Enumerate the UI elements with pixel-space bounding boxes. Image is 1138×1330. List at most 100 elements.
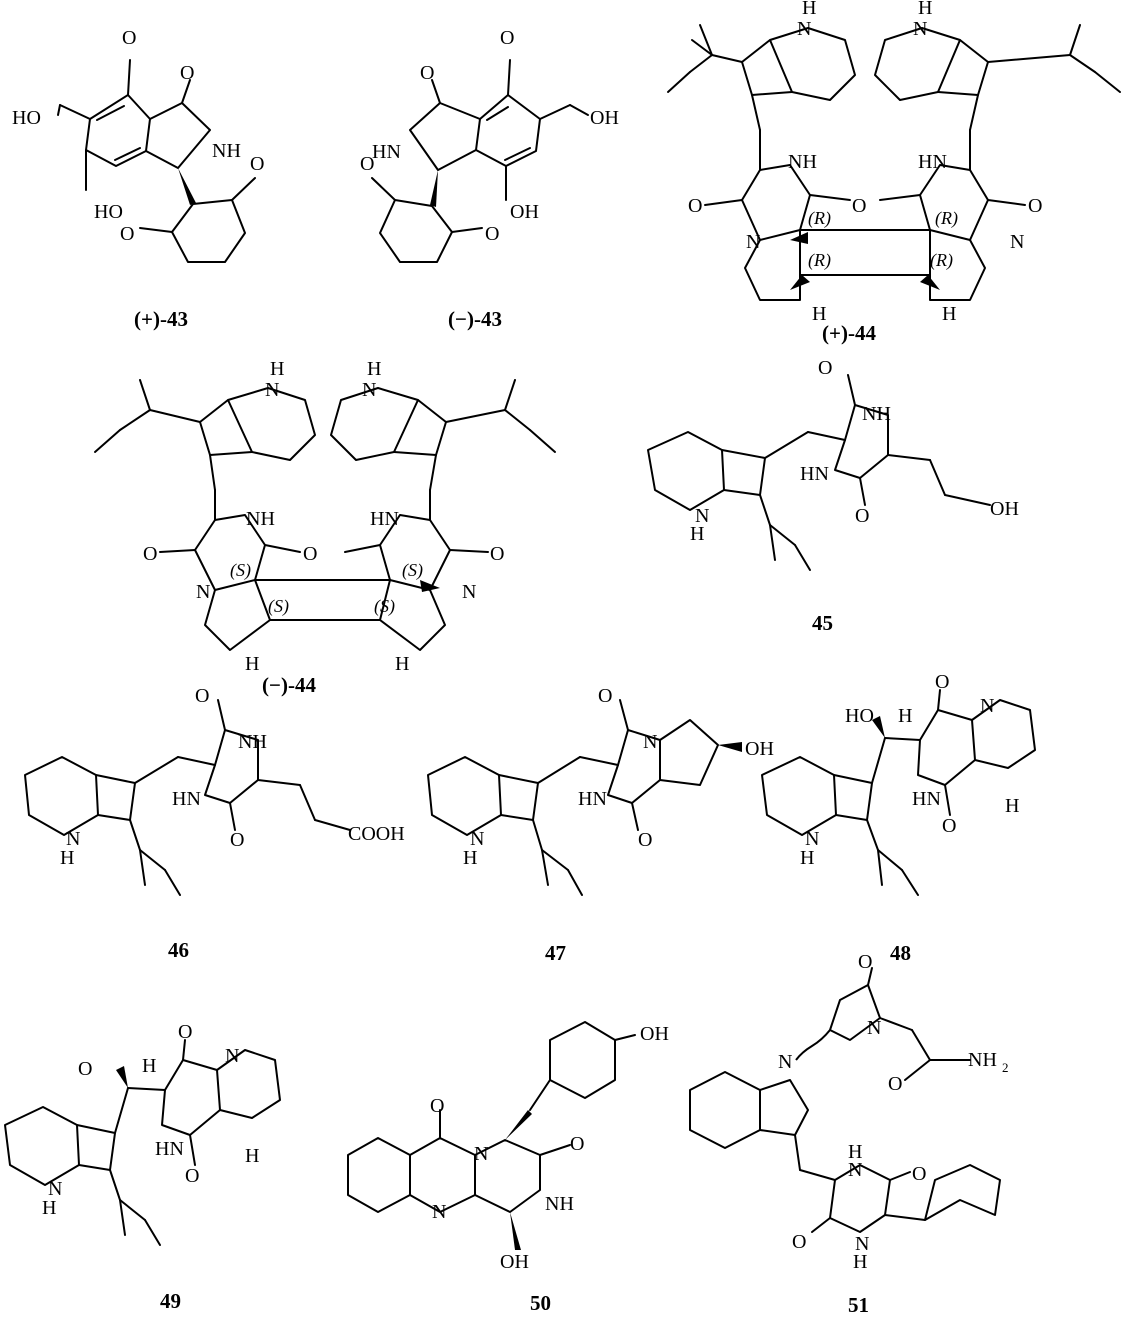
compound-label: (+)-44 bbox=[822, 321, 876, 345]
atom-HO: HO bbox=[94, 201, 123, 223]
stereo-wedge bbox=[510, 1212, 521, 1250]
atom-O: O bbox=[143, 543, 157, 565]
atom-H: H bbox=[800, 847, 814, 869]
structure-51: O N N O NH 2 H N O O N H 51 bbox=[689, 951, 1009, 1317]
atom-O: O bbox=[185, 1165, 199, 1187]
structure-45: O NH HN O OH N H 45 bbox=[647, 357, 1019, 635]
atom-O: O bbox=[1028, 195, 1042, 217]
atom-HN: HN bbox=[155, 1138, 184, 1160]
atom-O: O bbox=[360, 153, 374, 175]
atom-O: O bbox=[485, 223, 499, 245]
subscript-2: 2 bbox=[1002, 1060, 1009, 1075]
atom-H: H bbox=[142, 1055, 156, 1077]
indole-benzene bbox=[769, 27, 856, 101]
compound-label: 45 bbox=[812, 611, 833, 635]
atom-H: H bbox=[802, 0, 816, 19]
quinazoline-benzene bbox=[347, 1137, 411, 1213]
atom-N: N bbox=[362, 379, 376, 401]
atom-N: N bbox=[913, 18, 927, 40]
stereo-wedge bbox=[505, 1110, 532, 1140]
atom-NH: NH bbox=[862, 403, 891, 425]
atom-N: N bbox=[470, 828, 484, 850]
compound-label: (+)-43 bbox=[134, 307, 188, 331]
atom-O: O bbox=[178, 1021, 192, 1043]
atom-OH: OH bbox=[990, 498, 1019, 520]
atom-O: O bbox=[818, 357, 832, 379]
atom-HN: HN bbox=[370, 508, 399, 530]
atom-O: O bbox=[420, 62, 434, 84]
atom-O: O bbox=[430, 1095, 444, 1117]
compound-label: 47 bbox=[545, 941, 566, 965]
structure-50: OH O N O N NH OH 50 bbox=[347, 1021, 669, 1315]
atom-N: N bbox=[265, 379, 279, 401]
atom-N: N bbox=[643, 731, 657, 753]
atom-O: O bbox=[888, 1073, 902, 1095]
stereo-descriptor: (R) bbox=[808, 208, 831, 229]
atom-H: H bbox=[463, 847, 477, 869]
atom-N: N bbox=[432, 1201, 446, 1223]
atom-N: N bbox=[462, 581, 476, 603]
indole-benzene bbox=[24, 756, 99, 836]
atom-N: N bbox=[980, 695, 994, 717]
atom-OH: OH bbox=[745, 738, 774, 760]
atom-N: N bbox=[474, 1143, 488, 1165]
atom-N: N bbox=[797, 18, 811, 40]
atom-N: N bbox=[778, 1051, 792, 1073]
atom-H: H bbox=[918, 0, 932, 19]
stereo-descriptor: (R) bbox=[808, 250, 831, 271]
structure-43-minus: O O OH HN OH O O (−)-43 bbox=[360, 27, 619, 331]
atom-HN: HN bbox=[800, 463, 829, 485]
phenyl-ring bbox=[171, 199, 246, 263]
atom-O: O bbox=[500, 27, 514, 49]
indole-benzene bbox=[761, 756, 837, 836]
atom-H: H bbox=[42, 1197, 56, 1219]
atom-O: O bbox=[638, 829, 652, 851]
atom-H: H bbox=[367, 358, 381, 380]
indole-benzene bbox=[4, 1106, 80, 1186]
stereo-wedge bbox=[116, 1066, 128, 1088]
atom-H: H bbox=[60, 847, 74, 869]
atom-H: H bbox=[395, 653, 409, 675]
stereo-wedge bbox=[790, 275, 810, 290]
stereo-wedge bbox=[872, 716, 885, 738]
structure-44-plus: H N H N NH HN O O O O N N H H (R) (R) (R… bbox=[667, 0, 1121, 345]
atom-N: N bbox=[66, 828, 80, 850]
atom-H: H bbox=[848, 1141, 862, 1163]
stereo-wedge bbox=[920, 275, 940, 290]
phenol-ring bbox=[549, 1021, 616, 1099]
atom-O: O bbox=[792, 1231, 806, 1253]
atom-OH: OH bbox=[590, 107, 619, 129]
atom-HN: HN bbox=[372, 141, 401, 163]
atom-NH: NH bbox=[246, 508, 275, 530]
atom-H: H bbox=[942, 303, 956, 325]
atom-O: O bbox=[180, 62, 194, 84]
atom-NH: NH bbox=[788, 151, 817, 173]
indole-benzene bbox=[647, 431, 725, 511]
atom-N: N bbox=[695, 505, 709, 527]
atom-O: O bbox=[303, 543, 317, 565]
stereo-wedge bbox=[178, 168, 196, 205]
atom-O: O bbox=[490, 543, 504, 565]
atom-HO: HO bbox=[12, 107, 41, 129]
atom-NH: NH bbox=[545, 1193, 574, 1215]
atom-H: H bbox=[812, 303, 826, 325]
atom-N: N bbox=[196, 581, 210, 603]
atom-O: O bbox=[195, 685, 209, 707]
atom-O: O bbox=[858, 951, 872, 973]
atom-HN: HN bbox=[912, 788, 941, 810]
atom-O: O bbox=[855, 505, 869, 527]
atom-HN: HN bbox=[172, 788, 201, 810]
atom-O: O bbox=[122, 27, 136, 49]
compound-label: 50 bbox=[530, 1291, 551, 1315]
compound-label: 46 bbox=[168, 938, 189, 962]
atom-N: N bbox=[867, 1017, 881, 1039]
structure-43-plus: O NH HO HO O O O (+)-43 bbox=[12, 27, 264, 331]
atom-NH: NH bbox=[968, 1049, 997, 1071]
atom-O: O bbox=[598, 685, 612, 707]
atom-H: H bbox=[245, 653, 259, 675]
compound-label: 51 bbox=[848, 1293, 869, 1317]
atom-COOH: COOH bbox=[348, 823, 405, 845]
structure-44-minus: H N H N NH HN O O O O N N H H (S) (S) (S… bbox=[94, 358, 556, 697]
stereo-descriptor: (S) bbox=[402, 560, 423, 581]
